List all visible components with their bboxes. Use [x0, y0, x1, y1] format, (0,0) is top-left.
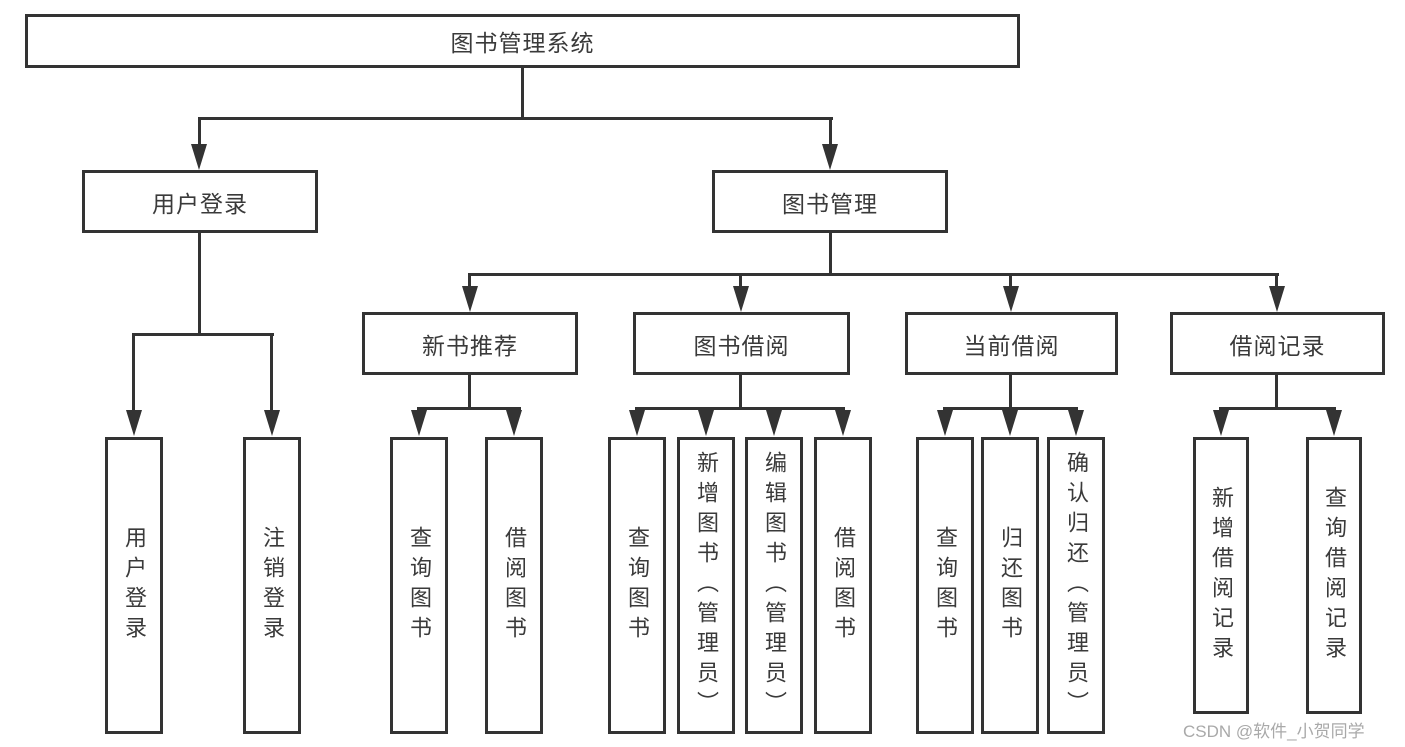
arrow-down [1213, 410, 1229, 436]
arrow-down [1003, 286, 1019, 312]
leaf-logout-label: 注销登录 [260, 525, 285, 646]
connector-line [829, 233, 832, 273]
connector-line [198, 117, 201, 149]
node-new-book-recommendation: 新书推荐 [362, 312, 578, 375]
connector-line [198, 117, 833, 120]
arrow-down [462, 286, 478, 312]
node-book-management-label: 图书管理 [782, 190, 878, 217]
arrow-down [264, 410, 280, 436]
leaf-recommend-borrow-books: 借阅图书 [485, 437, 543, 734]
leaf-borrow-books: 借阅图书 [814, 437, 872, 734]
arrow-down [191, 144, 207, 170]
node-user-login-label: 用户登录 [152, 190, 248, 217]
leaf-return-books: 归还图书 [981, 437, 1039, 734]
node-current-borrowing: 当前借阅 [905, 312, 1118, 375]
connector-line [829, 117, 832, 149]
node-user-login: 用户登录 [82, 170, 318, 233]
arrow-down [822, 144, 838, 170]
connector-line [1275, 375, 1278, 407]
arrow-down [937, 410, 953, 436]
connector-line [132, 333, 135, 415]
arrow-down [1269, 286, 1285, 312]
node-root: 图书管理系统 [25, 14, 1020, 68]
connector-line [417, 407, 521, 410]
connector-line [521, 68, 524, 117]
node-borrowing-records: 借阅记录 [1170, 312, 1385, 375]
leaf-add-borrow-record: 新增借阅记录 [1193, 437, 1249, 714]
leaf-add-borrow-record-label: 新增借阅记录 [1209, 485, 1234, 666]
connector-line [468, 273, 1279, 276]
connector-line [468, 375, 471, 407]
arrow-down [698, 410, 714, 436]
node-borrowing-records-label: 借阅记录 [1229, 332, 1326, 359]
leaf-user-login: 用户登录 [105, 437, 163, 734]
node-book-borrowing: 图书借阅 [633, 312, 850, 375]
leaf-add-books-admin: 新增图书（管理员） [677, 437, 735, 734]
leaf-confirm-return-admin: 确认归还（管理员） [1047, 437, 1105, 734]
watermark: CSDN @软件_小贺同学 [1183, 722, 1365, 741]
leaf-recommend-query-books: 查询图书 [390, 437, 448, 734]
connector-line [198, 233, 201, 333]
connector-line [270, 333, 273, 415]
connector-line [468, 273, 471, 289]
connector-line [1219, 407, 1336, 410]
leaf-recommend-borrow-books-label: 借阅图书 [502, 525, 527, 646]
node-new-book-recommendation-label: 新书推荐 [422, 332, 518, 359]
connector-line [943, 407, 1078, 410]
connector-line [739, 375, 742, 407]
arrow-down [126, 410, 142, 436]
leaf-user-login-label: 用户登录 [122, 525, 147, 646]
arrow-down [1068, 410, 1084, 436]
connector-line [1009, 375, 1012, 407]
leaf-current-query-books-label: 查询图书 [933, 525, 958, 646]
node-current-borrowing-label: 当前借阅 [963, 332, 1060, 359]
arrow-down [411, 410, 427, 436]
connector-line [739, 273, 742, 289]
node-book-management: 图书管理 [712, 170, 948, 233]
arrow-down [1002, 410, 1018, 436]
leaf-borrowing-query-books: 查询图书 [608, 437, 666, 734]
arrow-down [835, 410, 851, 436]
arrow-down [733, 286, 749, 312]
connector-line [635, 407, 845, 410]
leaf-borrow-books-label: 借阅图书 [831, 525, 856, 646]
leaf-current-query-books: 查询图书 [916, 437, 974, 734]
leaf-confirm-return-admin-label: 确认归还（管理员） [1064, 450, 1089, 721]
leaf-query-borrow-record: 查询借阅记录 [1306, 437, 1362, 714]
node-book-borrowing-label: 图书借阅 [693, 332, 790, 359]
arrow-down [506, 410, 522, 436]
leaf-logout: 注销登录 [243, 437, 301, 734]
leaf-return-books-label: 归还图书 [998, 525, 1023, 646]
leaf-edit-books-admin: 编辑图书（管理员） [745, 437, 803, 734]
connector-line [132, 333, 274, 336]
arrow-down [766, 410, 782, 436]
connector-line [1275, 273, 1278, 289]
leaf-recommend-query-books-label: 查询图书 [407, 525, 432, 646]
leaf-edit-books-admin-label: 编辑图书（管理员） [762, 450, 787, 721]
arrow-down [1326, 410, 1342, 436]
node-root-label: 图书管理系统 [450, 30, 595, 56]
connector-line [1009, 273, 1012, 289]
arrow-down [629, 410, 645, 436]
leaf-add-books-admin-label: 新增图书（管理员） [694, 450, 719, 721]
leaf-query-borrow-record-label: 查询借阅记录 [1322, 485, 1347, 666]
leaf-borrowing-query-books-label: 查询图书 [625, 525, 650, 646]
